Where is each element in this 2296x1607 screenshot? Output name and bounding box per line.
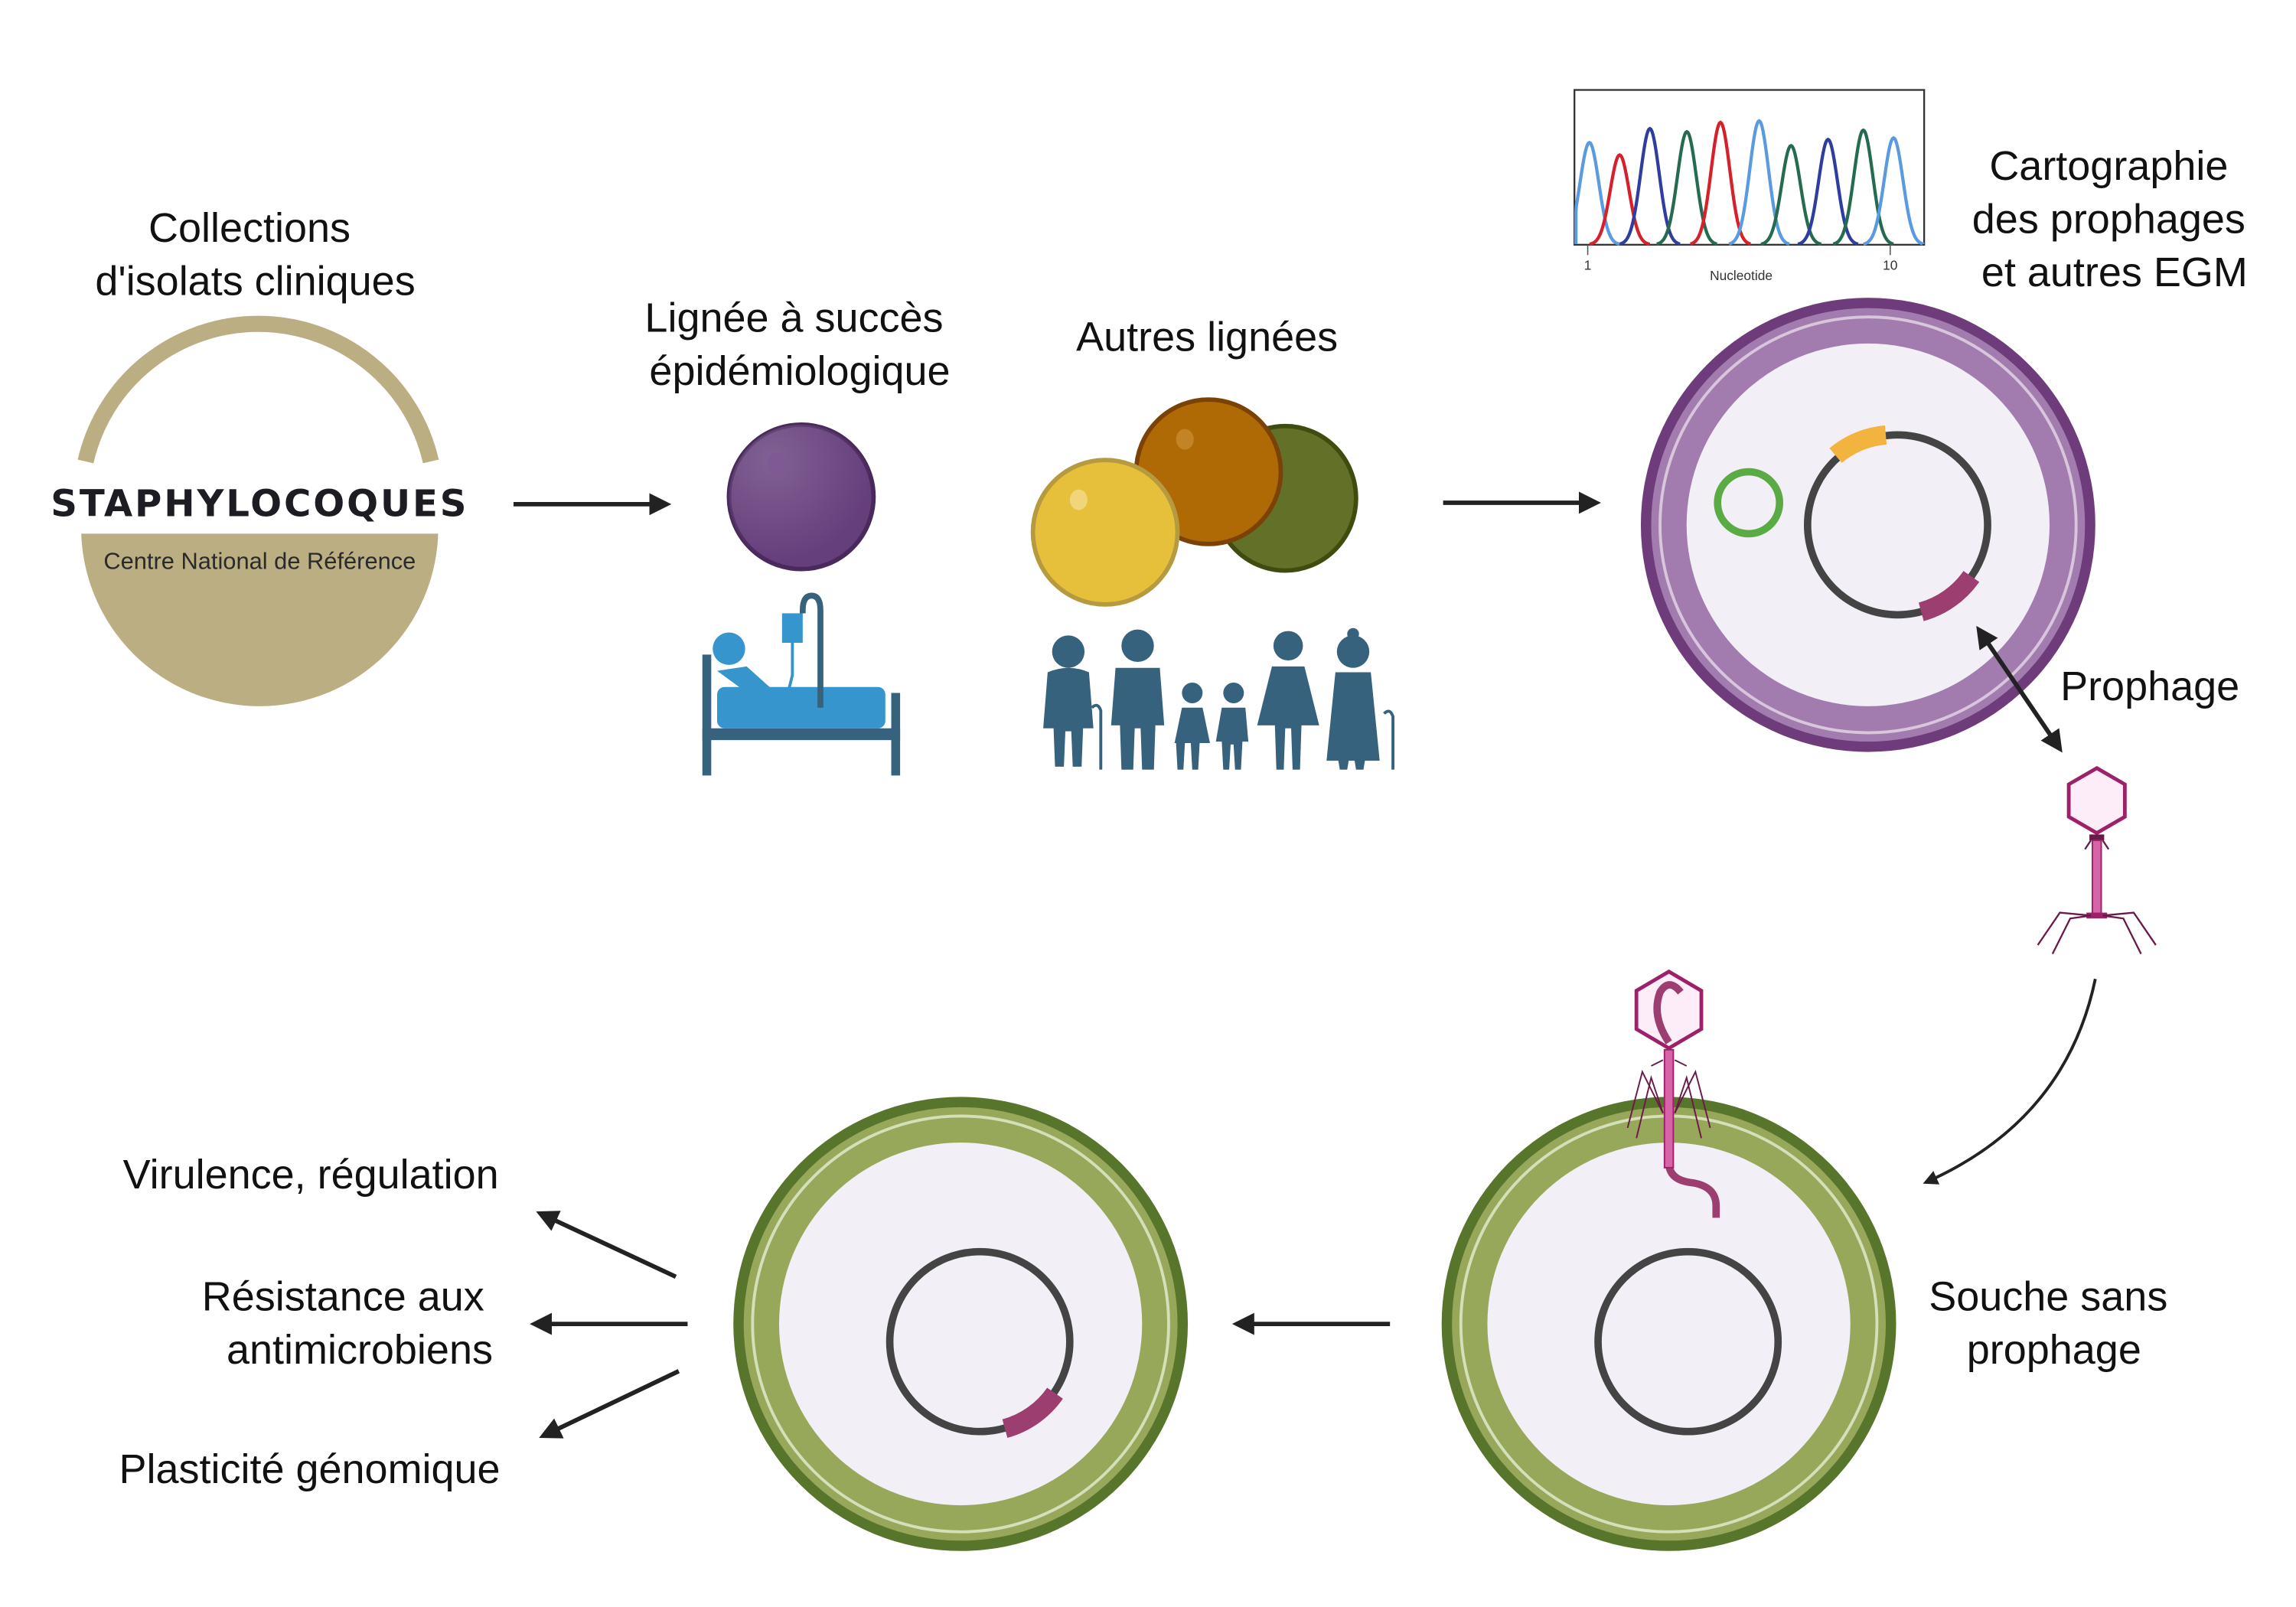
arrow-to-virulence (536, 1211, 677, 1279)
chromatogram-peak-2 (1589, 153, 1651, 246)
successful-lineage-step: Lignée à succès épidémiologique (644, 295, 954, 776)
bacterial-cell-cured (1441, 1097, 1896, 1551)
outcome-plasticity-label: Plasticité génomique (119, 1446, 501, 1492)
mobile-element-orange (1829, 425, 1887, 464)
collections-label: Collections d'isolats cliniques (95, 205, 415, 304)
chromatogram-peak-8 (1797, 137, 1859, 246)
cytoplasm (1686, 343, 2050, 706)
chromatogram-peak-4 (1656, 129, 1717, 246)
outcomes: Virulence, régulation Résistance aux ant… (119, 1152, 688, 1492)
cell-membrane (1658, 315, 2078, 735)
outcome-resistance-label: Résistance aux antimicrobiens (202, 1274, 496, 1373)
x-axis-label: Nucleotide (1710, 268, 1773, 283)
cured-strain-label: Souche sans prophage (1929, 1274, 2179, 1373)
prophage-label: Prophage (2060, 663, 2239, 709)
integrated-prophage (1002, 1387, 1063, 1438)
chromosome (885, 1247, 1074, 1436)
staphylocoques-cnr-logo: STAPHYLOCOQUES Centre National de Référe… (51, 315, 468, 706)
bacterial-cell-lysogen (733, 1097, 1189, 1551)
attached-bacteriophage-icon (1626, 969, 1711, 1169)
curing-arrow (1923, 978, 2097, 1185)
prophage-excision-arrow (1976, 625, 2063, 753)
chromatogram-peak-7 (1760, 143, 1822, 246)
chromatogram-peak-3 (1619, 126, 1681, 246)
x-tick-label-10: 10 (1883, 258, 1897, 273)
lysogenized-strain-step (733, 1097, 1189, 1551)
cytoplasm (778, 1143, 1143, 1506)
x-tick-label-1: 1 (1584, 258, 1592, 273)
population-icon (1043, 627, 1394, 770)
chromatogram-peaks (1574, 119, 1925, 246)
arrow-to-plasticity (539, 1369, 680, 1439)
cured-strain-step: Souche sans prophage (1441, 969, 2179, 1551)
logo-subtitle: Centre National de Référence (103, 548, 416, 575)
chromatogram-peak-6 (1728, 119, 1790, 246)
cell-membrane (751, 1114, 1170, 1534)
chromatogram-peak-1 (1574, 140, 1620, 246)
bacteriophage-icon (2037, 765, 2157, 955)
outcome-virulence-label: Virulence, régulation (123, 1152, 499, 1198)
sequencing-chromatogram: 1 10 Nucleotide (1574, 89, 1926, 283)
other-lineages-step: Autres lignées (1030, 315, 1394, 770)
logo-half-disc (81, 533, 439, 706)
cytoplasm (1487, 1143, 1851, 1506)
chromosome (1594, 1247, 1782, 1436)
mapping-label: Cartographie des prophages et autres EGM (1972, 143, 2257, 295)
chromatogram-peak-9 (1832, 128, 1894, 246)
injected-phage-dna (1665, 1135, 1720, 1218)
plasmid (1714, 468, 1784, 538)
other-lineages-label: Autres lignées (1076, 315, 1338, 360)
lineage-colony-yellow (1030, 458, 1180, 607)
logo-title: STAPHYLOCOQUES (51, 482, 468, 525)
successful-lineage-label: Lignée à succès épidémiologique (644, 295, 954, 394)
logo-arc (77, 315, 439, 464)
bacterial-cell-with-prophage (1640, 298, 2095, 752)
chromosome (1804, 431, 1991, 619)
lineage-colony-purple (726, 422, 876, 572)
mapping-step: 1 10 Nucleotide Cartographie des prophag… (1574, 89, 2257, 1185)
chromatogram-peak-10 (1863, 135, 1925, 246)
prophage-element (1918, 570, 1980, 621)
collections-step: Collections d'isolats cliniques STAPHYLO… (51, 205, 468, 706)
hospital-patient-icon (702, 592, 901, 776)
